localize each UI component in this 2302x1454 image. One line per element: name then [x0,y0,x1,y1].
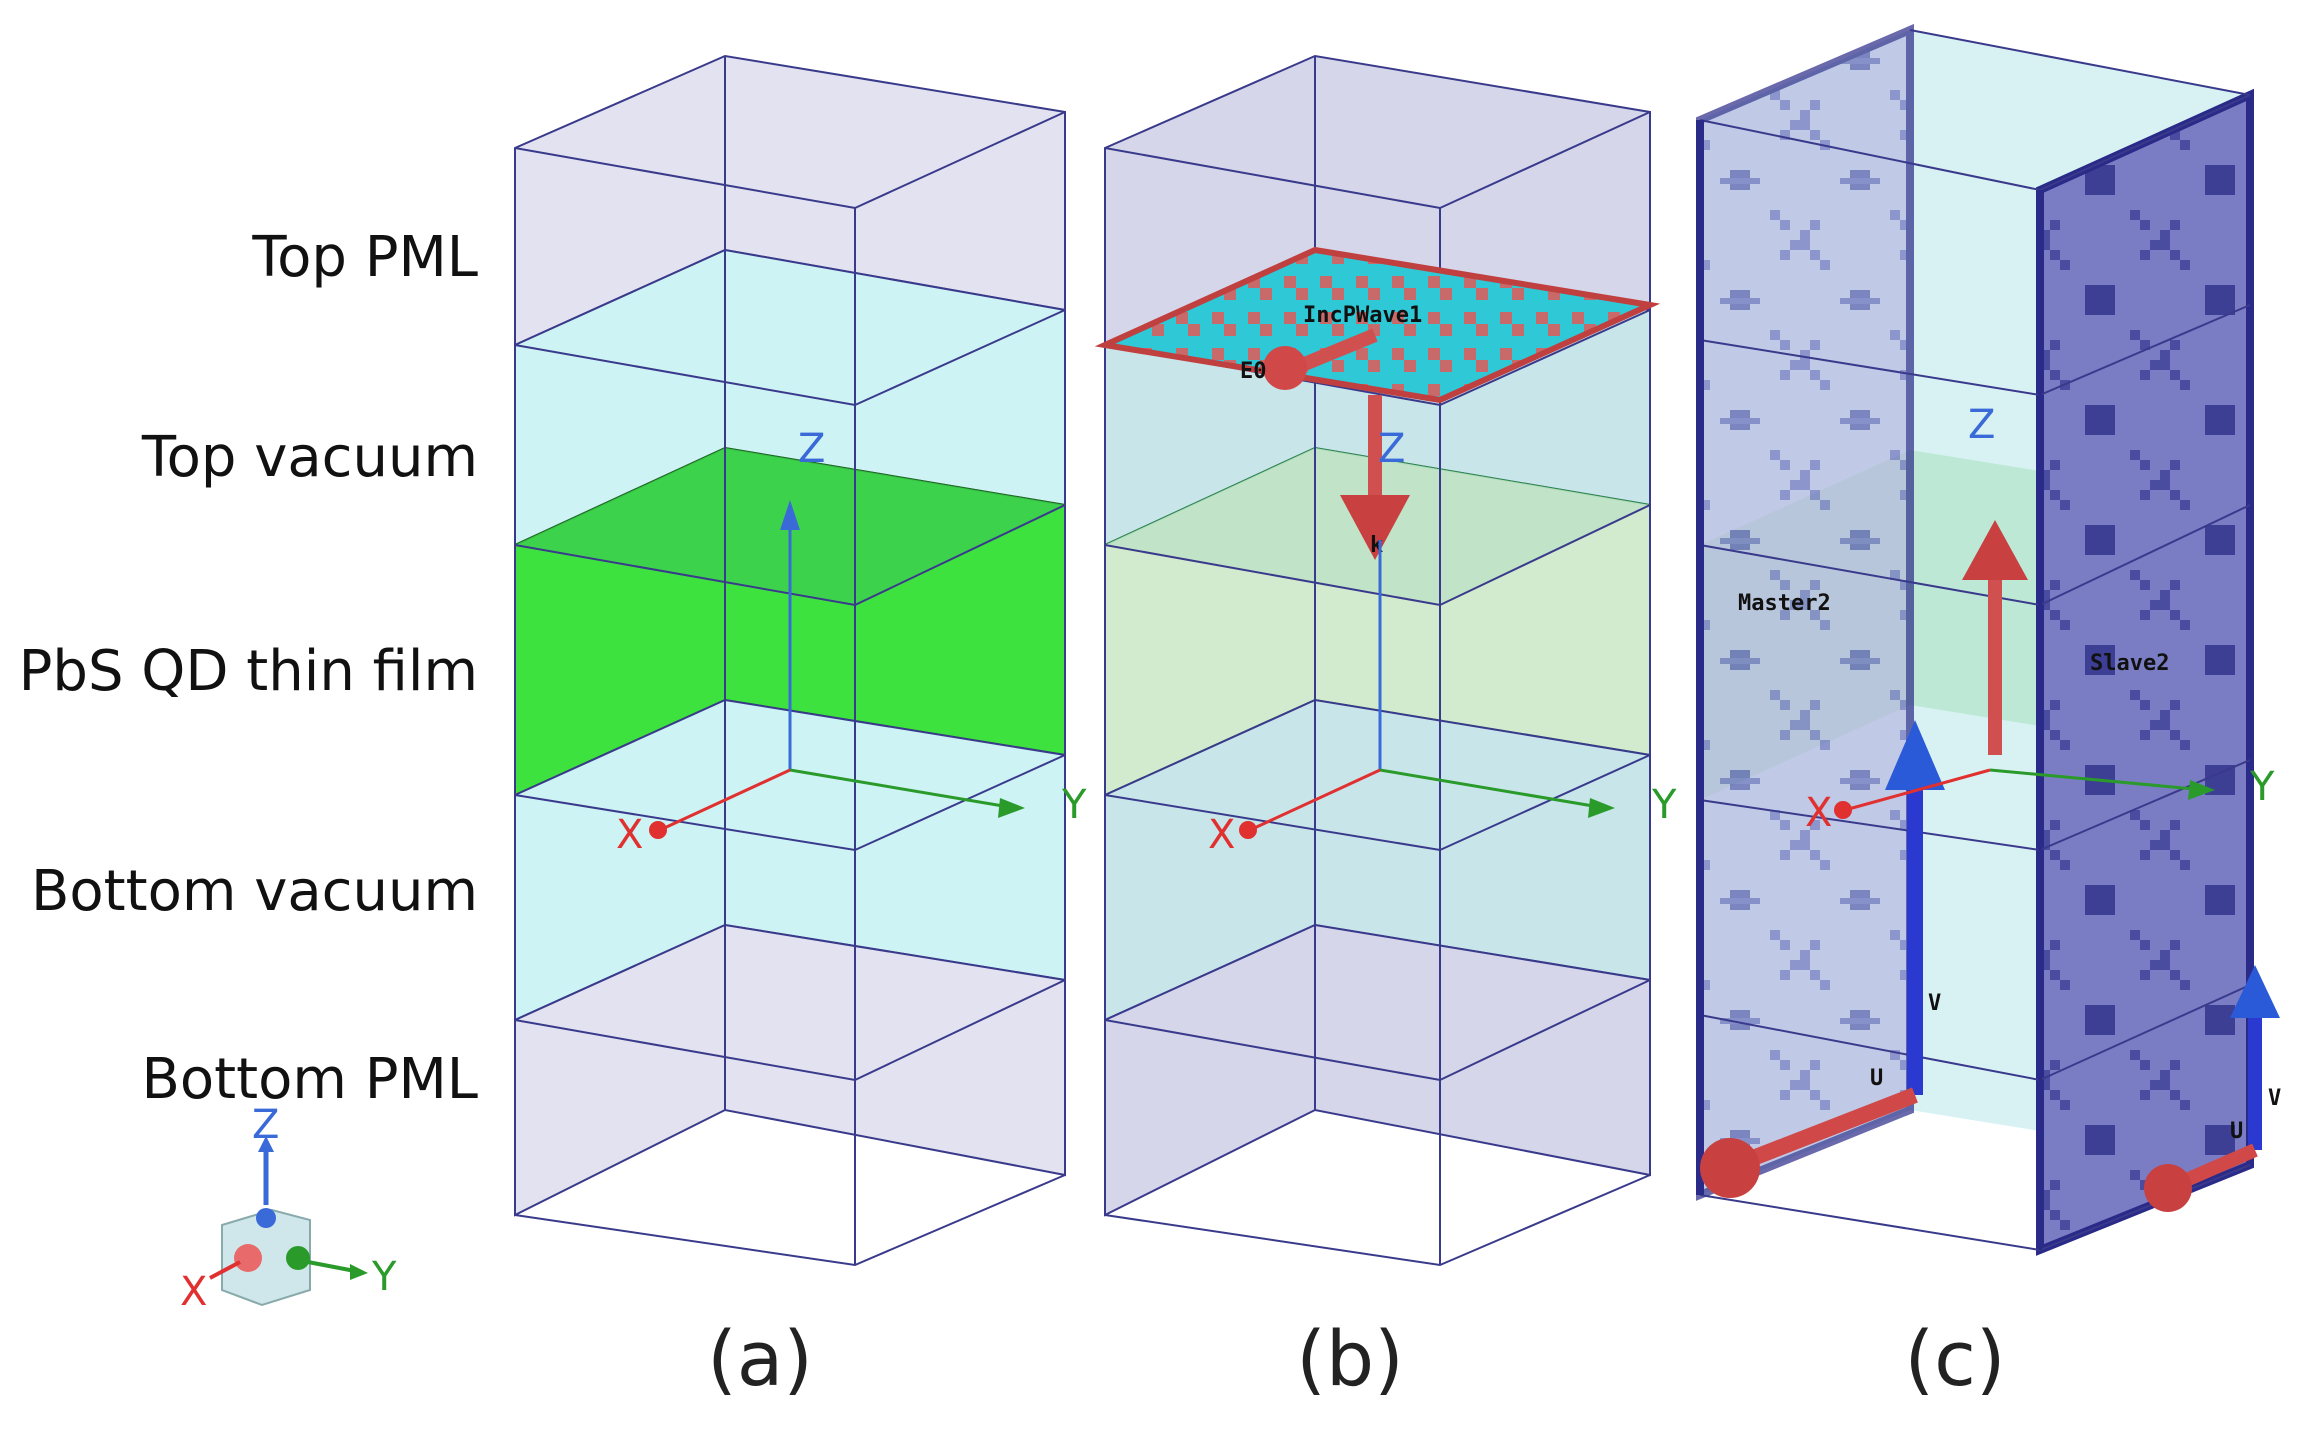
panel-a-z-label: Z [798,426,825,472]
gizmo-x-label: X [180,1269,207,1315]
panel-a-y-label: Y [1061,782,1087,828]
panel-b-incident-plane [1094,246,1661,404]
panel-b-e-label: E0 [1240,359,1267,384]
panel-b-x-label: X [1208,812,1235,858]
panel-c-y-label: Y [2249,764,2275,810]
panel-label-b: (b) [1296,1314,1404,1403]
panel-c-master-name: Master2 [1738,591,1831,616]
panel-b-model: IncPWave1 E0 k Z Y X [1094,54,1677,1267]
panel-a-model: Z Y X [514,54,1087,1267]
gizmo-x-knob [234,1244,262,1272]
panel-a-y-arrowhead [998,798,1025,818]
orientation-gizmo: Z X Y [180,1102,397,1315]
panel-b-z-label: Z [1378,426,1405,472]
layer-label-bottom-pml: Bottom PML [142,1047,479,1112]
panel-b-x-axis-line [1249,768,1381,832]
panel-c-k-arrowhead [1962,520,2028,580]
panel-c-master-u-label: U [1870,1066,1883,1091]
gizmo-y-arrowhead [350,1264,368,1280]
panel-a-x-label: X [616,812,643,858]
panel-c-slave-u-label: U [2230,1119,2243,1144]
gizmo-y-label: Y [371,1254,397,1300]
layer-label-top-pml: Top PML [251,225,478,290]
gizmo-y-knob [286,1246,310,1270]
panel-a-y-axis-line [789,768,1016,810]
panel-c-slave-u-head [2144,1164,2192,1212]
layer-label-film: PbS QD thin film [19,639,478,704]
panel-c-x-label: X [1805,790,1832,836]
gizmo-z-knob [256,1208,276,1228]
panel-c-slave-name: Slave2 [2090,651,2169,676]
panel-label-c: (c) [1904,1314,2005,1403]
layer-label-top-vacuum: Top vacuum [141,425,478,490]
panel-b-x-knob [1239,821,1257,839]
panel-a-x-axis-line [659,768,791,832]
panel-a-x-knob [649,821,667,839]
panel-b-source-name: IncPWave1 [1303,303,1422,328]
panel-b-e-vector-head [1263,346,1307,390]
panel-label-a: (a) [707,1314,813,1403]
panel-c-x-knob [1834,801,1852,819]
panel-c-slave-v-arrowhead [2230,965,2280,1018]
panel-c-master-v-label: V [1928,991,1941,1016]
panel-c-master-v-arrowhead [1885,720,1945,790]
gizmo-x-line [209,1260,241,1280]
panel-c-z-label: Z [1968,402,1995,448]
panel-b-y-axis-line [1379,768,1606,810]
gizmo-z-label: Z [252,1102,279,1148]
panel-b-y-label: Y [1651,782,1677,828]
panel-c-model: U V U V Master2 Slave2 Z Y X [1696,23,2281,1256]
panel-c-y-arrowhead [2188,780,2215,800]
panel-c-master-u-head [1700,1138,1760,1198]
panel-a-z-arrowhead [780,500,800,530]
panel-b-y-arrowhead [1588,798,1615,818]
layer-labels: Top PML Top vacuum PbS QD thin film Bott… [19,225,478,1112]
panel-c-x-axis-line [1844,768,1991,812]
panel-b-k-arrowhead [1340,495,1410,560]
panel-c-y-axis-line [1989,768,2206,792]
gizmo-z-arrowhead [258,1136,274,1152]
panel-c-slave-v-label: V [2268,1086,2281,1111]
layer-label-bottom-vacuum: Bottom vacuum [31,859,478,924]
panel-c-master-u-vector [1732,1087,1918,1173]
